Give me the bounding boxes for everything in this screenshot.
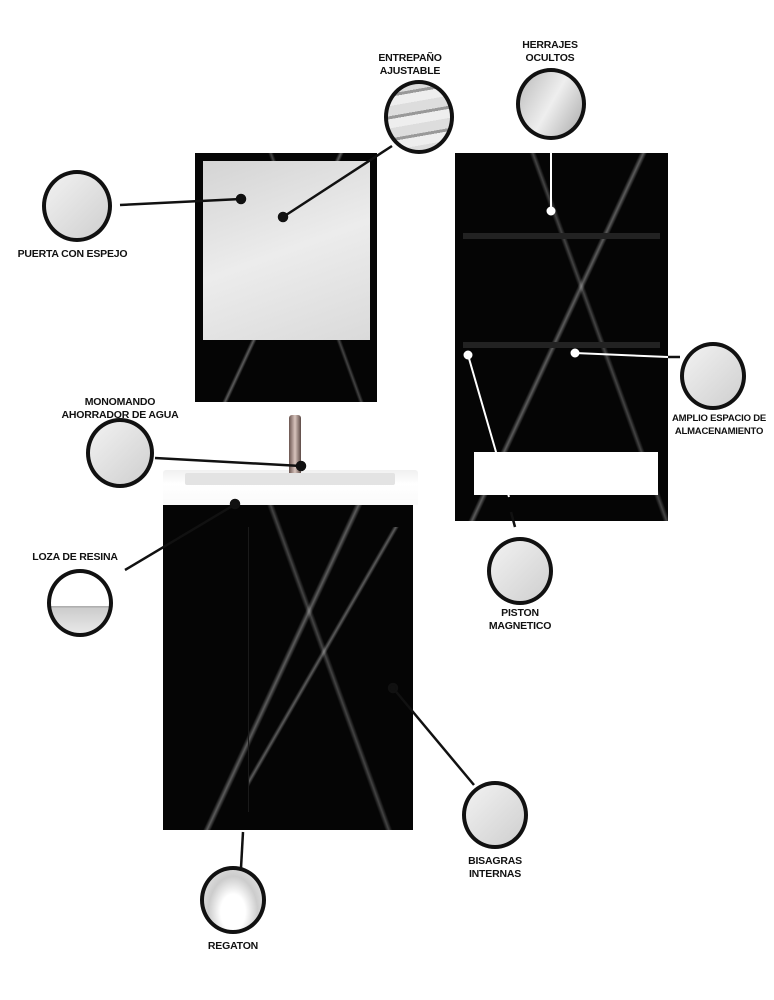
cabinet-shelf bbox=[463, 233, 660, 239]
hidden-hardware-detail-image bbox=[516, 68, 586, 140]
callout-dot bbox=[235, 193, 247, 205]
callout-line-hinges bbox=[392, 687, 475, 786]
callout-dot bbox=[229, 498, 241, 510]
cabinet-shelf bbox=[463, 342, 660, 348]
label-line: MONOMANDO bbox=[84, 396, 156, 408]
label-line: AHORRADOR DE AGUA bbox=[61, 409, 179, 421]
callout-dot bbox=[546, 206, 556, 216]
faucet-detail-image bbox=[86, 418, 154, 488]
label-line: HERRAJES bbox=[522, 39, 578, 51]
label-line: AMPLIO ESPACIO DE bbox=[671, 413, 767, 424]
label-mirror-door: PUERTA CON ESPEJO bbox=[17, 248, 128, 260]
callout-line-faucet bbox=[154, 456, 302, 468]
mirror-door bbox=[203, 161, 370, 340]
callout-dot bbox=[463, 350, 473, 360]
callout-dot bbox=[387, 682, 399, 694]
label-line: ENTREPAÑO bbox=[378, 52, 442, 64]
label-line: PISTON bbox=[501, 607, 539, 619]
callout-dot bbox=[295, 460, 307, 472]
label-storage: AMPLIO ESPACIO DE ALMACENAMIENTO bbox=[664, 412, 774, 438]
internal-hinges-detail-image bbox=[462, 781, 528, 849]
callout-line-storage-inner bbox=[574, 352, 669, 358]
vanity-door bbox=[248, 527, 411, 812]
vanity-cabinet bbox=[163, 500, 413, 830]
label-resin-sink: LOZA DE RESINA bbox=[32, 551, 118, 563]
callout-line-piston-lower bbox=[509, 511, 517, 528]
label-line: AJUSTABLE bbox=[379, 65, 441, 77]
callout-line-mirror bbox=[119, 197, 242, 207]
label-line: ALMACENAMIENTO bbox=[674, 426, 764, 437]
callout-line-foot bbox=[239, 831, 245, 869]
label-foot: REGATON bbox=[207, 940, 259, 952]
callout-dot bbox=[277, 211, 289, 223]
open-niche bbox=[474, 452, 658, 495]
faucet bbox=[289, 415, 301, 473]
sink-basin bbox=[185, 473, 395, 485]
resin-sink-detail-image bbox=[47, 569, 113, 637]
mirror-door-detail-image bbox=[42, 170, 112, 242]
callout-line-shelf bbox=[282, 144, 393, 219]
callout-line-piston bbox=[467, 354, 510, 498]
storage-detail-image bbox=[680, 342, 746, 410]
magnetic-piston-detail-image bbox=[487, 537, 553, 605]
callout-line-sink bbox=[124, 503, 235, 572]
label-line: OCULTOS bbox=[525, 52, 575, 64]
label-line: BISAGRAS bbox=[468, 855, 522, 867]
label-line: MAGNETICO bbox=[488, 620, 552, 632]
adjustable-shelf-detail-image bbox=[384, 80, 454, 154]
callout-dot bbox=[570, 348, 580, 358]
label-line: INTERNAS bbox=[468, 868, 522, 880]
foot-detail-image bbox=[200, 866, 266, 934]
